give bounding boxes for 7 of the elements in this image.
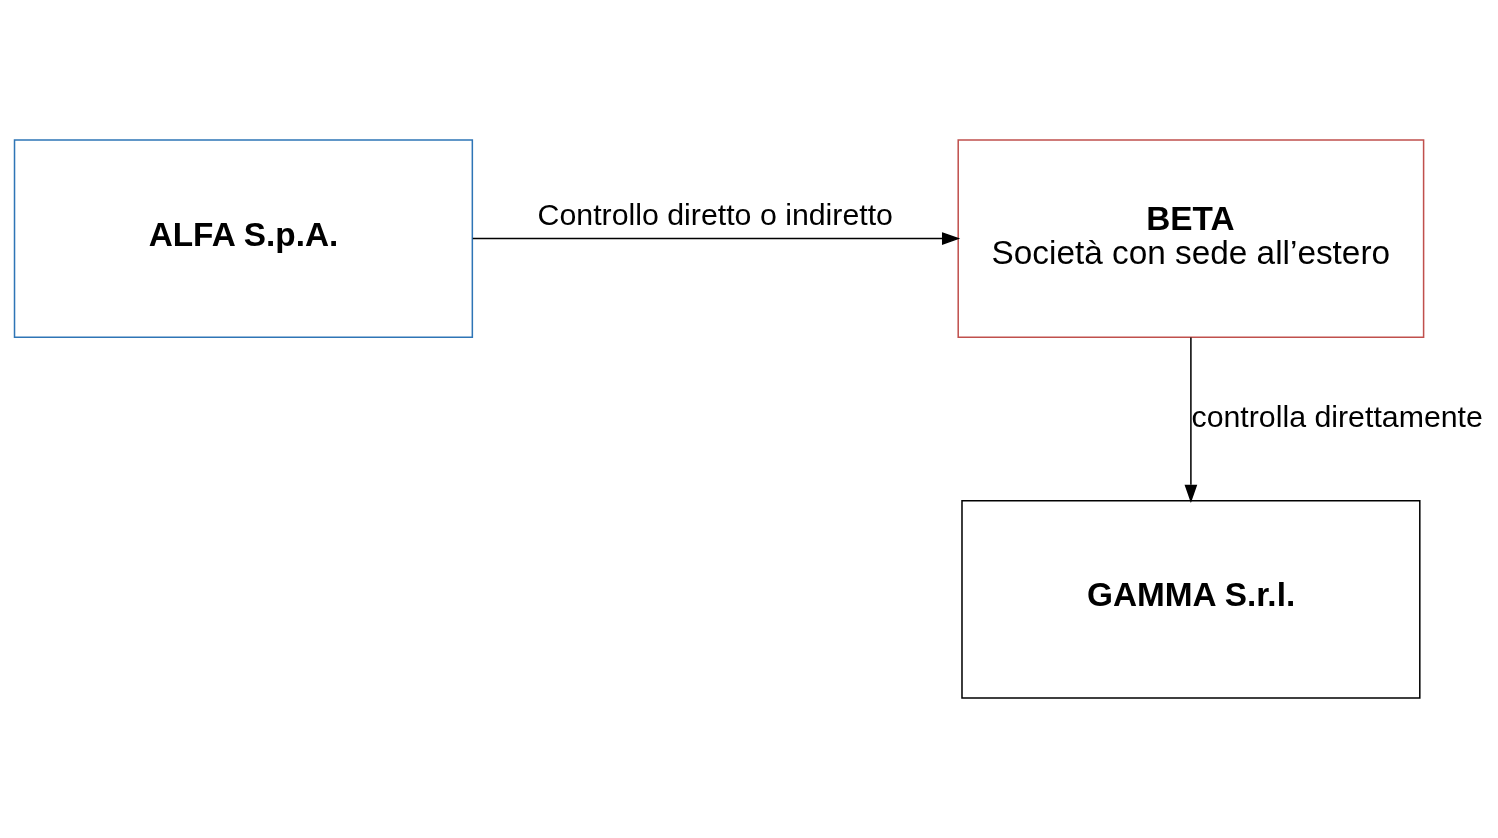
node-box: GAMMA S.r.l.: [961, 500, 1421, 699]
edge-label: Controllo diretto o indiretto: [537, 197, 893, 231]
arrow: [472, 232, 961, 245]
edge-label: controlla direttamente: [1191, 399, 1483, 433]
node-box: BETA Società con sede all’estero: [957, 139, 1425, 338]
node-box: ALFA S.p.A.: [13, 139, 474, 338]
arrow: [1184, 336, 1198, 503]
